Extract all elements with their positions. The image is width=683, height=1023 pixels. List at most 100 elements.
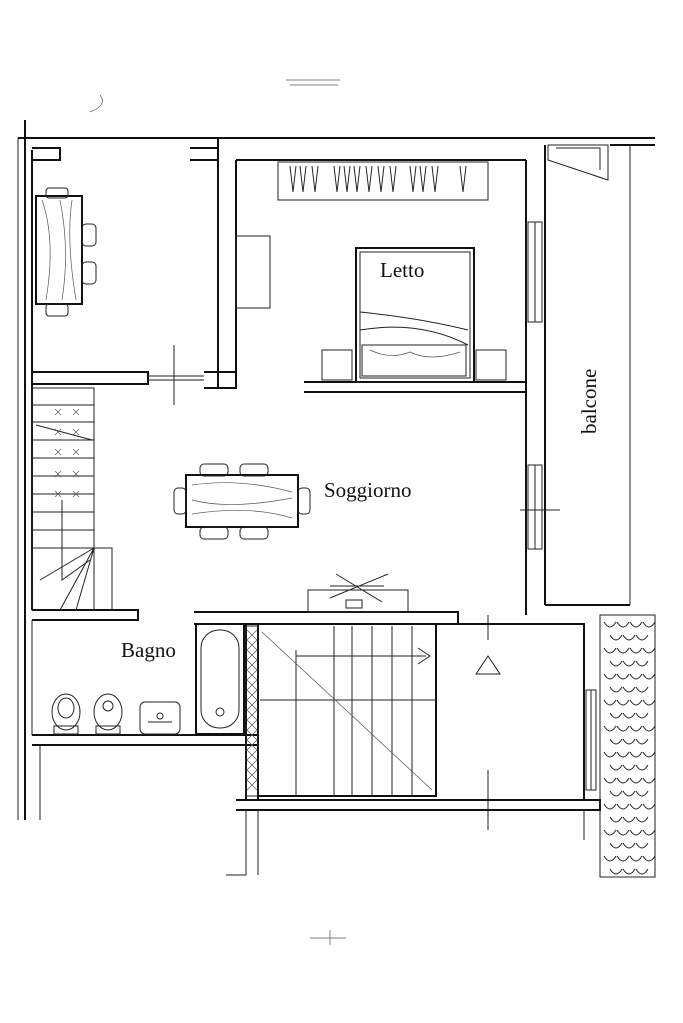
hanger: [311, 165, 319, 193]
roof-tile: [622, 842, 636, 849]
rail-cross: [246, 679, 258, 691]
rail-cross: [246, 739, 258, 751]
roof-tile: [609, 868, 623, 875]
roof-tile: [609, 764, 623, 771]
roof-tile: [616, 751, 630, 758]
toilet: [51, 693, 81, 735]
roof-tile: [622, 790, 636, 797]
roof-tile: [603, 855, 617, 862]
room-label-bedroom: Letto: [380, 258, 424, 282]
roof-tile: [622, 634, 636, 641]
roof-tile: [635, 868, 649, 875]
hanger: [389, 165, 397, 193]
roof-tile: [603, 699, 617, 706]
roof-tile: [616, 777, 630, 784]
roof-tile: [609, 634, 623, 641]
roof-tile: [603, 777, 617, 784]
roof-tile: [622, 816, 636, 823]
rail-cross: [246, 629, 258, 641]
roof-tile: [629, 855, 643, 862]
roof-tile: [616, 699, 630, 706]
rail-cross: [246, 769, 258, 781]
hanger: [299, 165, 307, 193]
roof-tile: [629, 803, 643, 810]
hanger: [333, 165, 341, 193]
stair-cross: [72, 448, 80, 456]
roof-tiles: [599, 614, 656, 878]
lower-walls: [226, 799, 601, 876]
roof-tile: [635, 738, 649, 745]
hanger: [289, 165, 297, 193]
roof-tile: [622, 686, 636, 693]
hanger: [343, 165, 351, 193]
rail-cross: [246, 719, 258, 731]
rail-cross: [246, 709, 258, 721]
bed: [355, 247, 475, 383]
roof-tile: [603, 829, 617, 836]
rail-cross: [246, 649, 258, 661]
roof-tile: [616, 803, 630, 810]
roof-tile: [622, 738, 636, 745]
nightstand-left: [321, 349, 353, 381]
hanger: [353, 165, 361, 193]
roof-tile: [629, 829, 643, 836]
roof-tile: [642, 803, 656, 810]
roof-tile: [629, 751, 643, 758]
balcony-corner: [547, 144, 609, 181]
stair-cross: [72, 428, 80, 436]
room-label-balcony: balcone: [577, 369, 601, 434]
door-marks: [173, 345, 489, 830]
roof-tile: [629, 647, 643, 654]
roof-tile: [609, 712, 623, 719]
stair-cross: [72, 470, 80, 478]
roof-tile: [635, 816, 649, 823]
roof-tile: [603, 621, 617, 628]
roof-tile: [642, 855, 656, 862]
stair-cross: [54, 448, 62, 456]
rail-cross: [246, 639, 258, 651]
tv-cabinet: [235, 235, 271, 309]
roof-tile: [629, 621, 643, 628]
roof-tile: [609, 660, 623, 667]
stair-cross: [72, 408, 80, 416]
stair-cross: [54, 408, 62, 416]
roof-tile: [603, 673, 617, 680]
roof-tile: [622, 868, 636, 875]
bathtub: [195, 623, 245, 735]
outer-walls: [17, 120, 655, 820]
roof-tile: [622, 764, 636, 771]
roof-tile: [603, 751, 617, 758]
hanger: [459, 165, 467, 193]
roof-tile: [629, 777, 643, 784]
roof-tile: [609, 816, 623, 823]
roof-tile: [635, 634, 649, 641]
roof-tile: [603, 725, 617, 732]
roof-tile: [642, 751, 656, 758]
roof-tile: [609, 686, 623, 693]
roof-tile: [603, 647, 617, 654]
roof-tile: [629, 725, 643, 732]
common-stairwell: [245, 623, 437, 797]
rail-cross: [246, 759, 258, 771]
roof-tile: [635, 790, 649, 797]
hanger: [409, 165, 417, 193]
hanger: [377, 165, 385, 193]
roof-tile: [603, 803, 617, 810]
roof-tile: [616, 829, 630, 836]
roof-tile: [609, 738, 623, 745]
hanger: [365, 165, 373, 193]
room-label-bathroom: Bagno: [121, 638, 176, 662]
roof-tile: [635, 660, 649, 667]
roof-tile: [635, 842, 649, 849]
sideboard: [307, 573, 409, 613]
hanger: [431, 165, 439, 193]
hanger: [419, 165, 427, 193]
roof-tile: [642, 699, 656, 706]
roof-tile: [635, 686, 649, 693]
roof-tile: [629, 673, 643, 680]
roof-tile: [635, 764, 649, 771]
roof-tile: [622, 712, 636, 719]
nightstand-right: [475, 349, 507, 381]
roof-tile: [616, 621, 630, 628]
wardrobe: [277, 161, 489, 201]
